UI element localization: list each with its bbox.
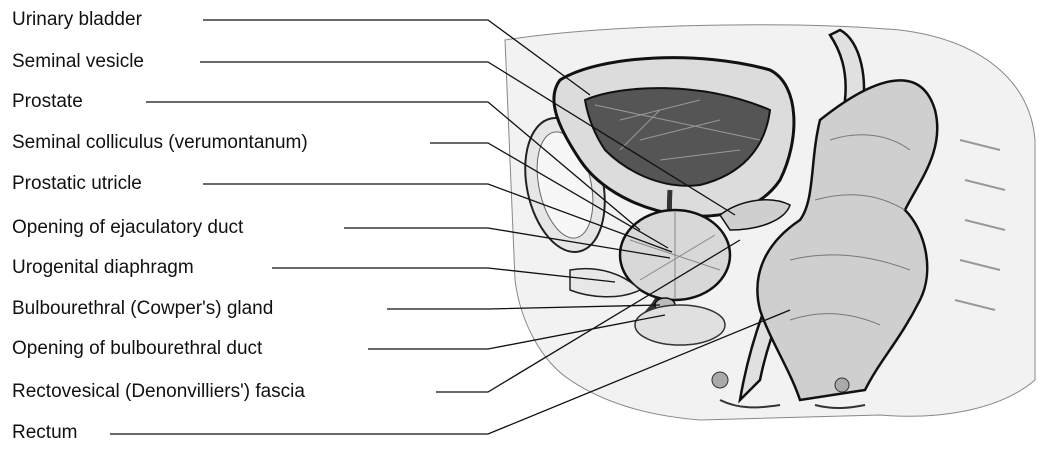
- label-urogenital-diaphragm: Urogenital diaphragm: [12, 257, 194, 279]
- label-seminal-colliculus: Seminal colliculus (verumontanum): [12, 132, 308, 154]
- label-seminal-vesicle: Seminal vesicle: [12, 51, 144, 73]
- label-prostate: Prostate: [12, 91, 83, 113]
- label-opening-ejaculatory-duct: Opening of ejaculatory duct: [12, 217, 243, 239]
- label-prostatic-utricle: Prostatic utricle: [12, 173, 142, 195]
- label-rectovesical-fascia: Rectovesical (Denonvilliers') fascia: [12, 381, 305, 403]
- label-bulbourethral-gland: Bulbourethral (Cowper's) gland: [12, 298, 273, 320]
- label-rectum: Rectum: [12, 422, 77, 444]
- label-urinary-bladder: Urinary bladder: [12, 9, 142, 31]
- label-opening-bulbourethral-duct: Opening of bulbourethral duct: [12, 338, 262, 360]
- penile-bulb: [635, 305, 725, 345]
